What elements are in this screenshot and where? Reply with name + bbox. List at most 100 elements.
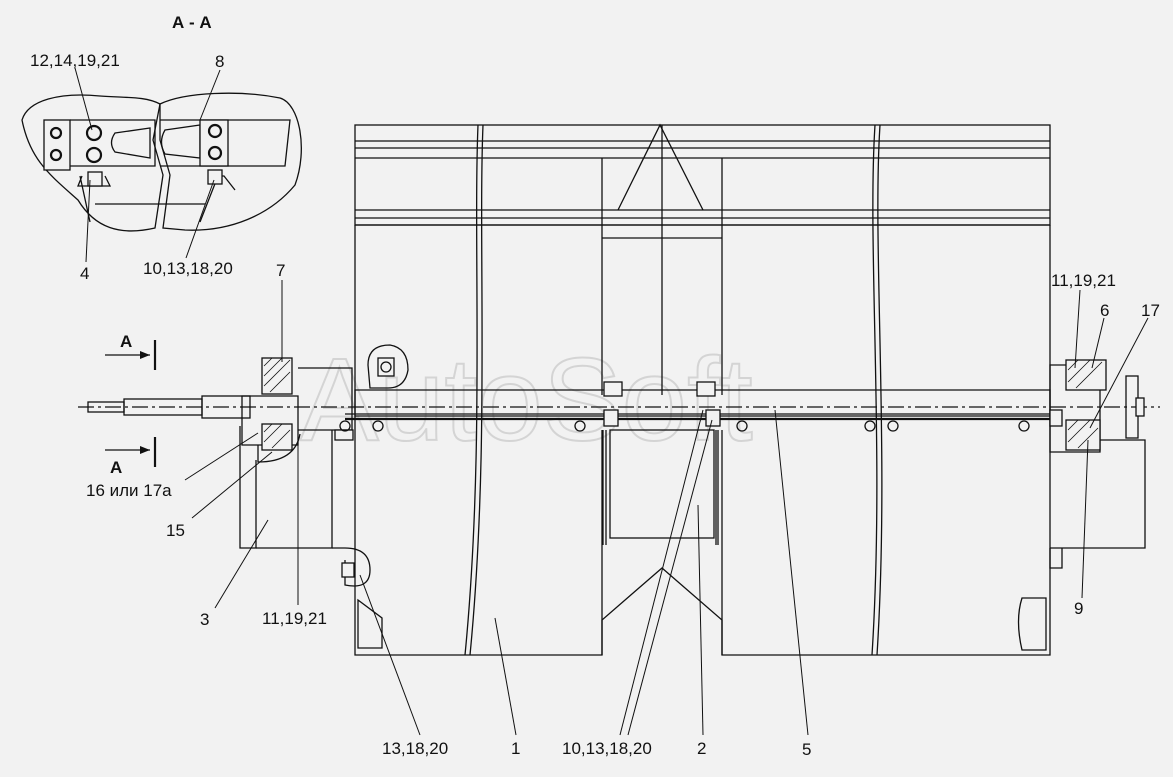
bolt-nut: [705, 409, 721, 427]
section-letter-bottom: А: [110, 458, 122, 477]
bearing-bracket: [298, 367, 353, 431]
bolt-icon: [736, 420, 748, 432]
section-marker: А А: [105, 332, 157, 477]
bolt-nut: [603, 381, 623, 397]
callout-top-left-bolts: 12,14,19,21: [30, 51, 120, 70]
inset-nut-left: [87, 171, 103, 187]
break-line: [876, 124, 883, 656]
left-panel-outline: [354, 225, 603, 656]
bolt-hole-icon: [207, 123, 223, 139]
leader: [1089, 317, 1149, 429]
callout-part-16-17a: 16 или 17а: [86, 481, 172, 500]
left-lug: [332, 547, 371, 587]
bearing-lower: [261, 423, 293, 451]
part-3-stand: [239, 426, 257, 549]
leader: [199, 69, 221, 121]
callout-part-8: 8: [215, 52, 224, 71]
callout-part-4: 4: [80, 264, 89, 283]
shaft-section-2: [201, 395, 251, 419]
bolt-hole-icon: [85, 124, 103, 142]
callout-bottom-bolts-a: 13,18,20: [382, 739, 448, 758]
bar-bolts: [339, 381, 1030, 545]
bearing-upper: [261, 357, 293, 395]
callout-part-15: 15: [166, 521, 185, 540]
bolt-hole-icon: [49, 148, 63, 162]
leader: [627, 419, 713, 736]
left-bearing: [239, 357, 371, 587]
leader: [214, 519, 269, 609]
inset-left-outline: [21, 94, 164, 232]
right-panel-outline: [721, 225, 1051, 656]
leader: [85, 179, 91, 263]
callout-inset-bolts: 10,13,18,20: [143, 259, 233, 278]
callout-part-1: 1: [511, 739, 520, 758]
leader: [1091, 317, 1105, 369]
lug-nut: [377, 357, 395, 377]
left-nut: [334, 429, 354, 441]
section-inset: [21, 92, 302, 232]
bolt-icon: [864, 420, 876, 432]
bolt-icon: [574, 420, 586, 432]
leader: [619, 409, 704, 736]
inset-left-bracket: [70, 119, 156, 167]
inset-slot-right: [160, 124, 201, 159]
leader: [697, 504, 704, 736]
center-v-cut: [601, 567, 723, 655]
leader: [774, 409, 809, 736]
bolt-hole-icon: [85, 146, 103, 164]
callout-part-6: 6: [1100, 301, 1109, 320]
inset-right-outline: [159, 92, 302, 231]
bolt-nut: [603, 409, 619, 427]
bolt-icon: [372, 420, 384, 432]
truss-top: [617, 123, 704, 211]
callout-left-bolts: 11,19,21: [262, 609, 327, 628]
callout-part-9: 9: [1074, 599, 1083, 618]
bolt-nut: [696, 381, 716, 397]
leader: [191, 451, 273, 519]
callout-bottom-bolts-b: 10,13,18,20: [562, 739, 652, 758]
leader: [1074, 289, 1081, 369]
inset-nut-right: [207, 169, 223, 185]
callout-part-17: 17: [1141, 301, 1160, 320]
bolt-icon: [339, 420, 351, 432]
callout-part-7: 7: [276, 261, 285, 280]
leader: [494, 617, 517, 736]
right-stand: [1050, 439, 1146, 549]
flange-cap: [1135, 397, 1145, 417]
callout-part-5: 5: [802, 740, 811, 759]
leader: [74, 67, 93, 131]
leader-lines: [74, 67, 1149, 736]
right-bearing-lower: [1065, 419, 1101, 451]
leader: [184, 432, 259, 481]
section-letter-top: А: [120, 332, 132, 351]
right-gusset: [1017, 597, 1047, 651]
section-title: А - А: [172, 13, 212, 32]
leader: [1081, 439, 1089, 599]
break-line: [469, 124, 484, 656]
lug-bolt-icon: [380, 361, 392, 373]
leader: [185, 179, 215, 259]
watermark: AutoSoft: [300, 334, 753, 466]
bearing-cap: [257, 433, 301, 463]
callout-part-3: 3: [200, 610, 209, 629]
bolt-hole-icon: [49, 126, 63, 140]
break-line: [871, 124, 878, 656]
bolt-hole-icon: [207, 145, 223, 161]
right-nut: [1049, 409, 1063, 427]
lug-nut: [341, 562, 355, 578]
part-2-plate: [609, 429, 715, 539]
right-foot: [1049, 548, 1063, 569]
bolt-icon: [887, 420, 899, 432]
upper-lug: [367, 344, 409, 389]
callout-right-bolts: 11,19,21: [1051, 271, 1116, 290]
shaft-assembly: [78, 389, 1160, 421]
arrow-head-icon: [140, 351, 150, 359]
leader: [359, 574, 421, 736]
bolt-icon: [1018, 420, 1030, 432]
frame-body: [354, 123, 1051, 656]
right-bearing: [1049, 359, 1146, 569]
inset-slot-left: [110, 127, 151, 159]
arrow-head-icon: [140, 446, 150, 454]
